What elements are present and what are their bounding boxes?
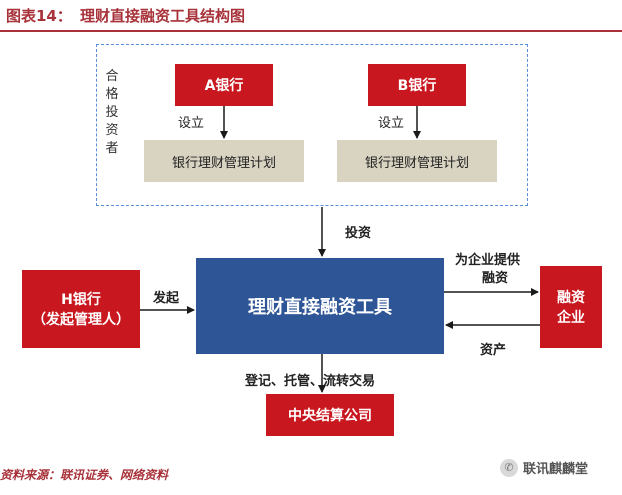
enterprise-name-line2: 企业 — [557, 310, 585, 326]
enterprise-box: 融资 企业 — [540, 266, 602, 348]
bank-b-setup-label: 设立 — [378, 116, 405, 131]
figure-number: 图表14： — [6, 7, 72, 25]
qualified-investors-group — [96, 44, 528, 206]
h-bank-name: H银行 — [61, 292, 101, 308]
source-note: 资料来源：联讯证券、网络资料 — [0, 468, 169, 482]
initiate-label: 发起 — [153, 291, 180, 306]
financing-provision-label-1: 为企业提供 — [455, 253, 521, 268]
settlement-services-label: 登记、托管、流转交易 — [245, 374, 376, 389]
bank-b-box: B银行 — [368, 64, 466, 106]
bank-a-setup-label: 设立 — [178, 116, 205, 131]
financing-tool-box: 理财直接融资工具 — [196, 258, 444, 354]
bank-a-box: A银行 — [175, 64, 273, 106]
watermark-text: 联讯麒麟堂 — [523, 462, 589, 477]
enterprise-name-line1: 融资 — [557, 290, 585, 306]
invest-label: 投资 — [345, 226, 372, 241]
h-bank-box: H银行 （发起管理人） — [22, 270, 140, 348]
qualified-investors-label: 合格投资者 — [105, 69, 119, 156]
financing-provision-label-2: 融资 — [482, 271, 509, 286]
wechat-icon: ✆ — [500, 458, 518, 477]
central-clearing-box: 中央结算公司 — [266, 394, 394, 436]
bank-a-plan-box: 银行理财管理计划 — [144, 140, 304, 182]
figure-title: 理财直接融资工具结构图 — [80, 7, 246, 25]
assets-label: 资产 — [480, 343, 507, 358]
watermark: ✆ 联讯麒麟堂 — [500, 458, 588, 477]
h-bank-role: （发起管理人） — [32, 312, 130, 328]
bank-b-plan-box: 银行理财管理计划 — [337, 140, 497, 182]
figure-header — [0, 0, 622, 32]
